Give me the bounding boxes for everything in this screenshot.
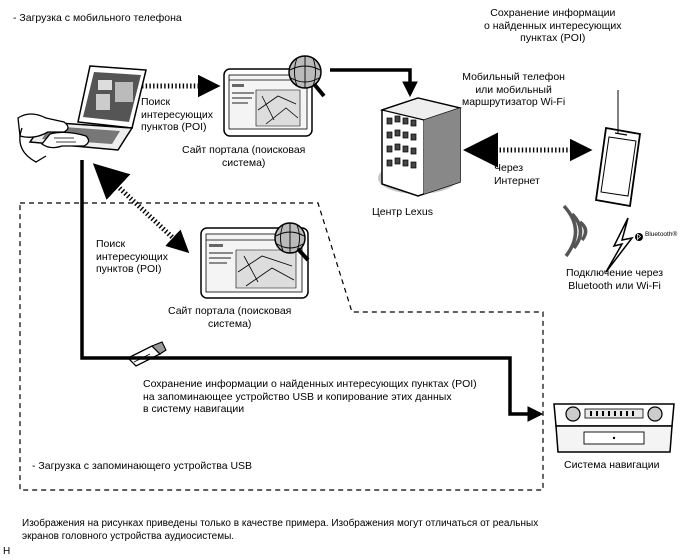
connection-label: Подключение через Bluetooth или Wi-Fi xyxy=(566,267,664,292)
footer-note: Изображения на рисунках приведены только… xyxy=(22,518,539,542)
portal-mid-label: Сайт портала (поисковая система) xyxy=(168,305,292,330)
usb-download-header: - Загрузка с запоминающего устройства US… xyxy=(32,460,253,472)
arrow-laptop-to-nav xyxy=(80,160,544,422)
navigation-system-icon xyxy=(553,403,675,453)
via-internet-label: Через Интернет xyxy=(494,162,540,187)
bluetooth-logo-text: Bluetooth® xyxy=(645,231,678,238)
portal-browser-mid-icon xyxy=(200,222,310,299)
wireless-signal-icon xyxy=(562,204,588,258)
portal-top-label: Сайт портала (поисковая система) xyxy=(182,144,306,169)
mobile-phone-icon xyxy=(594,126,642,208)
mobile-device-label: Мобильный телефон или мобильный маршрути… xyxy=(462,71,566,108)
usb-stick-icon xyxy=(126,341,167,367)
lexus-center-building-icon xyxy=(378,97,463,197)
laptop-icon xyxy=(17,65,147,163)
arrow-laptop-to-portal-mid xyxy=(92,163,190,254)
portal-browser-top-icon xyxy=(223,55,326,137)
arrow-portal-to-lexus xyxy=(330,68,418,98)
connector-arrows xyxy=(80,68,619,422)
bluetooth-logo xyxy=(635,233,643,241)
poi-search-mid-label: Поиск интересующих пунктов (POI) xyxy=(96,238,169,275)
usb-save-label: Сохранение информации о найденных интере… xyxy=(143,378,477,415)
mobile-download-header: - Загрузка с мобильного телефона xyxy=(13,12,182,24)
usb-download-region xyxy=(19,202,544,491)
lexus-center-label: Центр Lexus xyxy=(372,206,433,218)
bluetooth-lightning-icon xyxy=(605,217,634,273)
poi-search-top-label: Поиск интересующих пунктов (POI) xyxy=(141,96,214,133)
save-poi-top-label: Сохранение информации о найденных интере… xyxy=(484,7,622,44)
nav-system-label: Система навигации xyxy=(564,459,660,471)
figure-code: H xyxy=(3,546,11,557)
